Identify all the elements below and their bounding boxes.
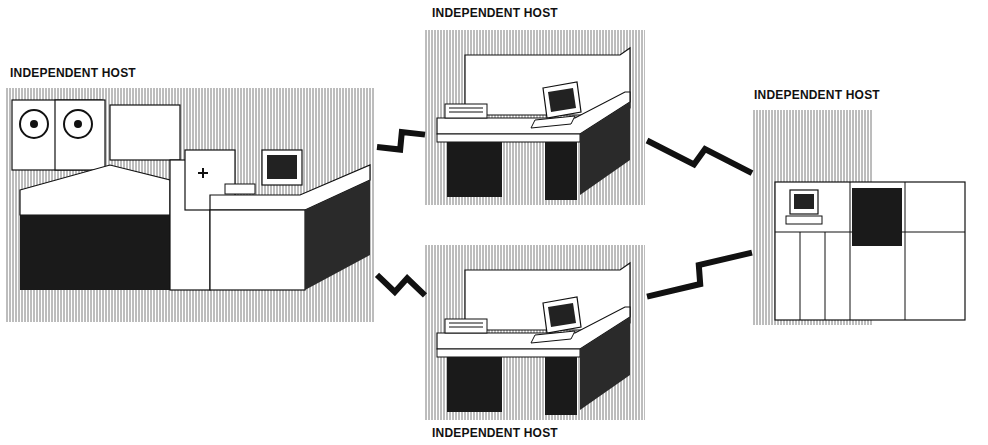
- communication-link: [377, 275, 425, 296]
- host-node: INDEPENDENT HOST: [5, 66, 377, 324]
- host-node: INDEPENDENT HOST: [752, 88, 970, 326]
- communication-link: [647, 253, 752, 297]
- host-node: INDEPENDENT HOST: [425, 245, 647, 441]
- host-label: INDEPENDENT HOST: [430, 6, 560, 20]
- host-label: INDEPENDENT HOST: [430, 426, 560, 440]
- host-label: INDEPENDENT HOST: [8, 66, 138, 80]
- host-node: INDEPENDENT HOST: [425, 6, 647, 206]
- host-label: INDEPENDENT HOST: [752, 88, 882, 102]
- communication-link: [377, 132, 425, 149]
- communication-link: [647, 140, 752, 173]
